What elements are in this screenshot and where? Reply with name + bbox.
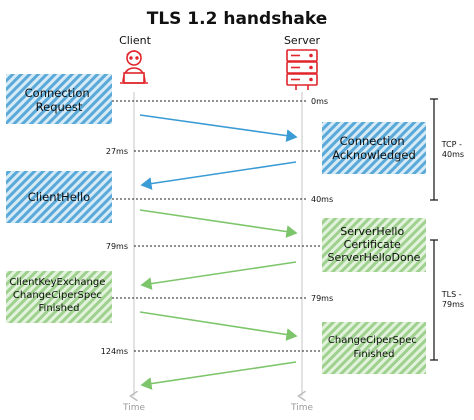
server-box-line: Finished [354, 349, 395, 360]
client-icon [120, 50, 148, 84]
arrow-serverhello [140, 261, 297, 290]
timestamp-79ms-client: 79ms [106, 242, 128, 251]
svg-text:TCP - 40ms: TCP - 40ms [441, 140, 465, 159]
server-box-line: ChangeCiperSpec [328, 335, 417, 346]
svg-text:Connection Acknowledged: Connection Acknowledged [332, 134, 416, 162]
tls-bracket-label: TLS - [441, 290, 462, 299]
svg-text:ClientKeyExchange Change: ClientKeyExchange ChangeCiperSpec Finish… [9, 277, 108, 314]
server-box-line: Certificate [344, 238, 401, 251]
tls-bracket-label: 79ms [442, 300, 464, 309]
client-box-line: Connection [25, 86, 90, 100]
server-box-connection-acknowledged: Connection Acknowledged [322, 122, 426, 174]
svg-text:ChangeCiperSpec Finished: ChangeCiperSpec Finished [328, 335, 420, 360]
time-guides [112, 100, 322, 352]
client-box-clientkeyexchange: ClientKeyExchange ChangeCiperSpec Finish… [6, 271, 112, 323]
svg-text:ServerHello Certificate: ServerHello Certificate ServerHelloDone [328, 225, 421, 264]
client-box-line: ClientHello [28, 190, 90, 204]
server-box-line: ServerHelloDone [328, 251, 421, 264]
server-box-line: Connection [340, 134, 405, 148]
arrow-clienthello [139, 209, 298, 238]
client-box-line: Finished [39, 303, 80, 314]
server-box-line: ServerHello [340, 225, 404, 238]
svg-text:ClientHello: ClientHello [28, 190, 90, 204]
tcp-bracket [430, 98, 438, 201]
arrow-clientkeyexchange [139, 311, 298, 341]
arrow-server-finished [140, 361, 297, 390]
server-icon [286, 49, 318, 90]
client-box-connection-request: Connection Request [6, 74, 112, 124]
tls-bracket [430, 239, 438, 361]
client-box-line: ClientKeyExchange [9, 277, 105, 288]
client-box-clienthello: ClientHello [6, 171, 112, 223]
client-label: Client [119, 34, 152, 47]
svg-text:TLS - 79ms: TLS - 79ms [441, 290, 464, 309]
server-box-line: Acknowledged [332, 148, 416, 162]
client-box-line: Request [36, 100, 83, 114]
diagram-title: TLS 1.2 handshake [147, 9, 328, 29]
timestamp-40ms: 40ms [311, 195, 333, 204]
arrow-connection-ack [140, 161, 297, 190]
server-box-changecipherspec: ChangeCiperSpec Finished [322, 322, 426, 374]
server-box-serverhello: ServerHello Certificate ServerHelloDone [322, 218, 426, 272]
client-time-label: Time [122, 403, 145, 413]
timestamp-27ms: 27ms [106, 147, 128, 156]
tcp-bracket-label: TCP - [441, 140, 462, 149]
server-time-label: Time [290, 403, 313, 413]
timestamp-79ms-server: 79ms [311, 294, 333, 303]
timestamp-124ms: 124ms [101, 347, 128, 356]
arrow-connection-request [139, 114, 298, 142]
tcp-bracket-label: 40ms [442, 150, 464, 159]
timestamp-0ms: 0ms [311, 97, 328, 106]
client-box-line: ChangeCiperSpec [13, 290, 102, 301]
svg-text:Connection Request: Connection Request [25, 86, 94, 114]
server-label: Server [284, 34, 321, 47]
